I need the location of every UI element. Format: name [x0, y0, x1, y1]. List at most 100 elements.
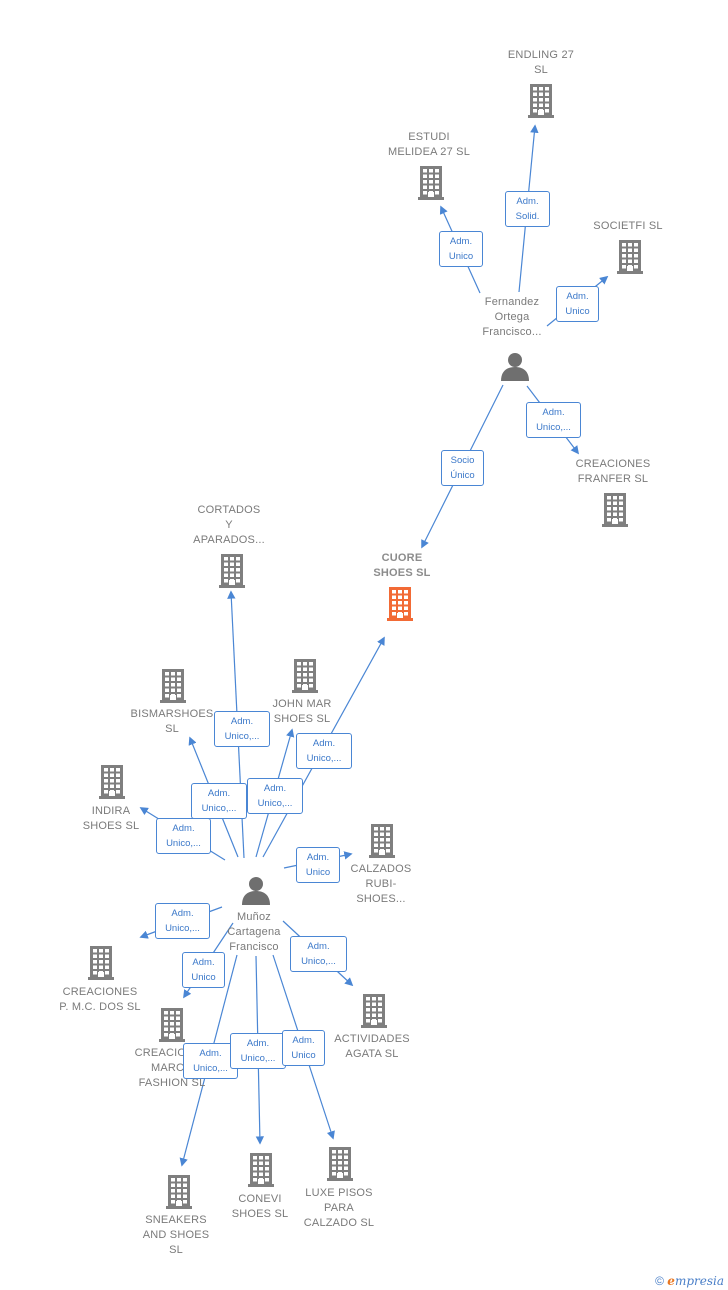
node-label-line: SL [169, 1244, 183, 1256]
relation-badge[interactable]: Adm. Unico,... [191, 783, 247, 819]
relation-badge[interactable]: Adm.Unico,... [526, 402, 581, 438]
relation-badge[interactable]: Adm. Unico,... [290, 936, 347, 972]
relation-badge[interactable]: Adm.Unico,... [155, 903, 210, 939]
relation-badge-text: Unico [305, 867, 331, 878]
relation-badge[interactable]: Adm. Solid. [505, 191, 550, 227]
building-icon[interactable] [219, 554, 245, 593]
node-label-line: SHOES SL [373, 567, 431, 579]
building-icon[interactable] [602, 493, 628, 532]
node-label-line: SHOES SL [273, 713, 331, 725]
node-label-line: Muñoz [236, 911, 272, 923]
relation-badge-text: Solid. [515, 211, 540, 222]
relation-badge-text: Adm. [171, 908, 194, 919]
building-icon[interactable] [166, 1175, 192, 1214]
node-john-mar[interactable]: JOHN MAR SHOES SL [242, 697, 362, 727]
node-label-line: CORTADOS [197, 504, 261, 516]
relation-badge[interactable]: Adm.Unico [182, 952, 225, 988]
brand-e: e [667, 1274, 675, 1288]
node-label-line: Fernandez [484, 296, 540, 308]
relation-badge-text: Adm. [449, 236, 473, 247]
person-icon[interactable] [241, 875, 271, 910]
node-label-line: PARA [324, 1202, 354, 1214]
relation-badge[interactable]: Adm.Unico,... [214, 711, 270, 747]
relation-badge-text: Adm. [542, 407, 565, 418]
relation-badge[interactable]: Adm.Unico,... [183, 1043, 238, 1079]
relation-badge-text: Socio [450, 455, 475, 466]
node-label-line: Cartagena [227, 926, 281, 938]
relation-badge[interactable]: Adm.Unico,... [296, 733, 352, 769]
copyright-symbol: © [655, 1274, 664, 1288]
building-icon[interactable] [159, 1008, 185, 1047]
relation-badge-text: Unico [191, 972, 216, 983]
relation-badge-text: Adm. [207, 788, 231, 799]
relation-badge-text: Adm. [566, 291, 589, 302]
building-icon[interactable] [528, 84, 554, 123]
node-label-line: FRANFER SL [577, 473, 649, 485]
building-icon[interactable] [248, 1153, 274, 1192]
node-label-line: SHOES... [356, 893, 406, 905]
relation-badge[interactable]: Adm. Unico,... [156, 818, 211, 854]
relation-badge-text: Unico,... [201, 803, 237, 814]
person-icon[interactable] [500, 351, 530, 386]
building-icon[interactable] [88, 946, 114, 985]
relation-badge-text: Unico,... [240, 1053, 276, 1064]
building-icon[interactable] [99, 765, 125, 804]
relation-badge[interactable]: Adm.Unico [282, 1030, 325, 1066]
node-label-line: APARADOS... [193, 534, 265, 546]
relation-badge-text: Unico,... [166, 838, 201, 849]
relation-badge-text: Adm. [312, 738, 336, 749]
node-label-line: P. M.C. DOS SL [59, 1001, 141, 1013]
relation-badge-text: Unico,... [301, 956, 336, 967]
relation-badge-text: Adm. [307, 941, 330, 952]
relation-badge-text: Adm. [516, 196, 539, 207]
relation-badge[interactable]: Adm. Unico,... [230, 1033, 286, 1069]
node-label-line: LUXE PISOS [305, 1187, 373, 1199]
node-label-line: BISMARSHOES [130, 708, 214, 720]
relation-badge[interactable]: Adm. Unico [439, 231, 483, 267]
relation-badge-text: Adm. [246, 1038, 270, 1049]
building-icon[interactable] [160, 669, 186, 708]
node-label-line: ACTIVIDADES [334, 1033, 410, 1045]
node-label-line: INDIRA [91, 805, 131, 817]
relation-badge[interactable]: Adm.Unico [556, 286, 599, 322]
node-label-line: ESTUDI [408, 131, 450, 143]
building-icon[interactable] [369, 824, 395, 863]
building-icon[interactable] [418, 166, 444, 205]
relation-badge-text: Adm. [292, 1035, 315, 1046]
relation-badge-text: Único [450, 470, 475, 481]
building-icon[interactable] [387, 587, 413, 626]
node-label-line: CALZADOS [350, 863, 412, 875]
building-icon[interactable] [617, 240, 643, 279]
relation-badge[interactable]: Adm.Unico,... [247, 778, 303, 814]
node-societfi[interactable]: SOCIETFI SL [568, 219, 688, 234]
empresia-logo[interactable]: © empresia [655, 1274, 724, 1288]
node-label-line: AND SHOES [142, 1229, 210, 1241]
relation-badge-text: Adm. [172, 823, 195, 834]
node-label-line: JOHN MAR [272, 698, 332, 710]
building-icon[interactable] [361, 994, 387, 1033]
building-icon[interactable] [292, 659, 318, 698]
building-icon[interactable] [327, 1147, 353, 1186]
relation-badge[interactable]: Adm. Unico [296, 847, 340, 883]
relation-badge-text: Unico,... [257, 798, 293, 809]
relation-badge-text: Unico [448, 251, 474, 262]
node-label-line: FASHION SL [138, 1077, 206, 1089]
relation-badge-text: Adm. [306, 852, 330, 863]
